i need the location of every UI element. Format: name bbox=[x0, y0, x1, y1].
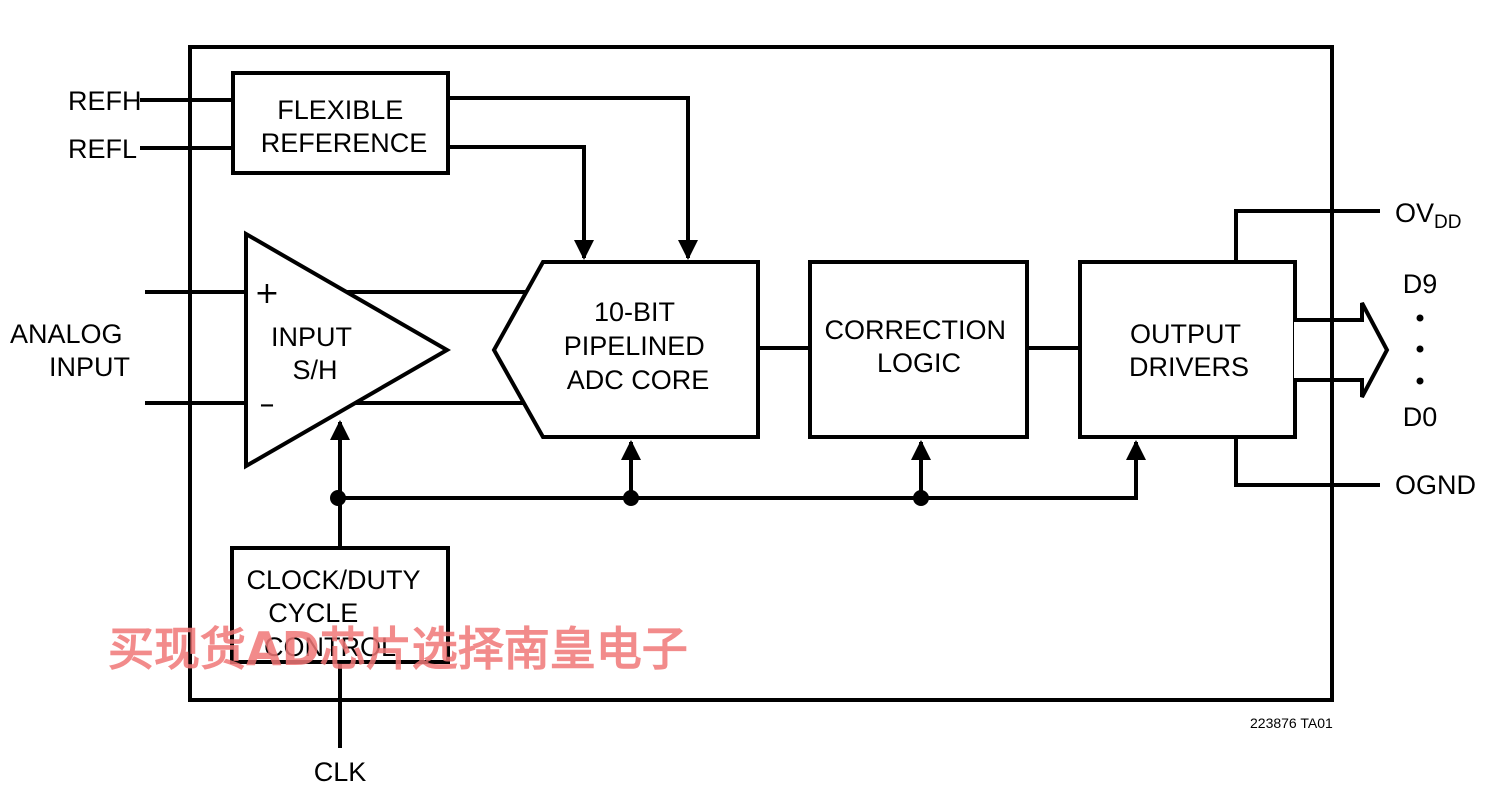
correction-logic-block bbox=[808, 260, 1029, 439]
input-sh-label: INPUT S/H bbox=[271, 322, 359, 385]
pin-label-refh: REFH bbox=[68, 86, 142, 116]
plus-sign: + bbox=[254, 276, 279, 311]
pin-label-ovdd: OVDD bbox=[1395, 198, 1461, 233]
pin-label-d0: D0 bbox=[1403, 402, 1438, 432]
correction-logic-label: CORRECTION LOGIC bbox=[824, 315, 1013, 378]
flexible-reference-label: FLEXIBLE REFERENCE bbox=[261, 95, 428, 158]
analog-input-wiring bbox=[145, 290, 525, 405]
ellipsis-dot bbox=[1416, 345, 1424, 353]
junction-dot bbox=[623, 490, 639, 506]
junction-dot bbox=[913, 490, 929, 506]
chip-boundary bbox=[188, 45, 1334, 702]
adc-core-block bbox=[491, 260, 760, 439]
ellipsis-dot bbox=[1416, 377, 1424, 385]
clock-duty-control-block bbox=[230, 546, 450, 664]
pin-label-clk: CLK bbox=[314, 757, 367, 787]
pin-label-analog-input: ANALOG INPUT bbox=[10, 319, 130, 382]
data-path-wiring bbox=[758, 209, 1380, 487]
ellipsis-dot bbox=[1416, 314, 1424, 322]
figure-id: 223876 TA01 bbox=[1250, 715, 1333, 731]
input-sh-amplifier bbox=[244, 230, 452, 470]
flexible-reference-block bbox=[231, 71, 450, 175]
pin-label-refl: REFL bbox=[68, 134, 137, 164]
clock-bus bbox=[330, 420, 1146, 748]
junction-dot bbox=[330, 490, 346, 506]
adc-core-label: 10-BIT PIPELINED ADC CORE bbox=[564, 297, 713, 395]
watermark: 买现货AD芯片选择南皇电子 bbox=[108, 622, 688, 676]
pin-label-d9: D9 bbox=[1403, 269, 1438, 299]
output-drivers-label: OUTPUT DRIVERS bbox=[1129, 319, 1249, 382]
reference-wiring bbox=[140, 96, 698, 260]
output-drivers-block bbox=[1078, 260, 1297, 439]
output-bus-arrow bbox=[1293, 302, 1390, 398]
minus-sign: – bbox=[260, 387, 275, 422]
pin-label-ognd: OGND bbox=[1395, 470, 1476, 500]
clock-duty-control-label: CLOCK/DUTY CYCLE CONTROL bbox=[246, 565, 427, 662]
